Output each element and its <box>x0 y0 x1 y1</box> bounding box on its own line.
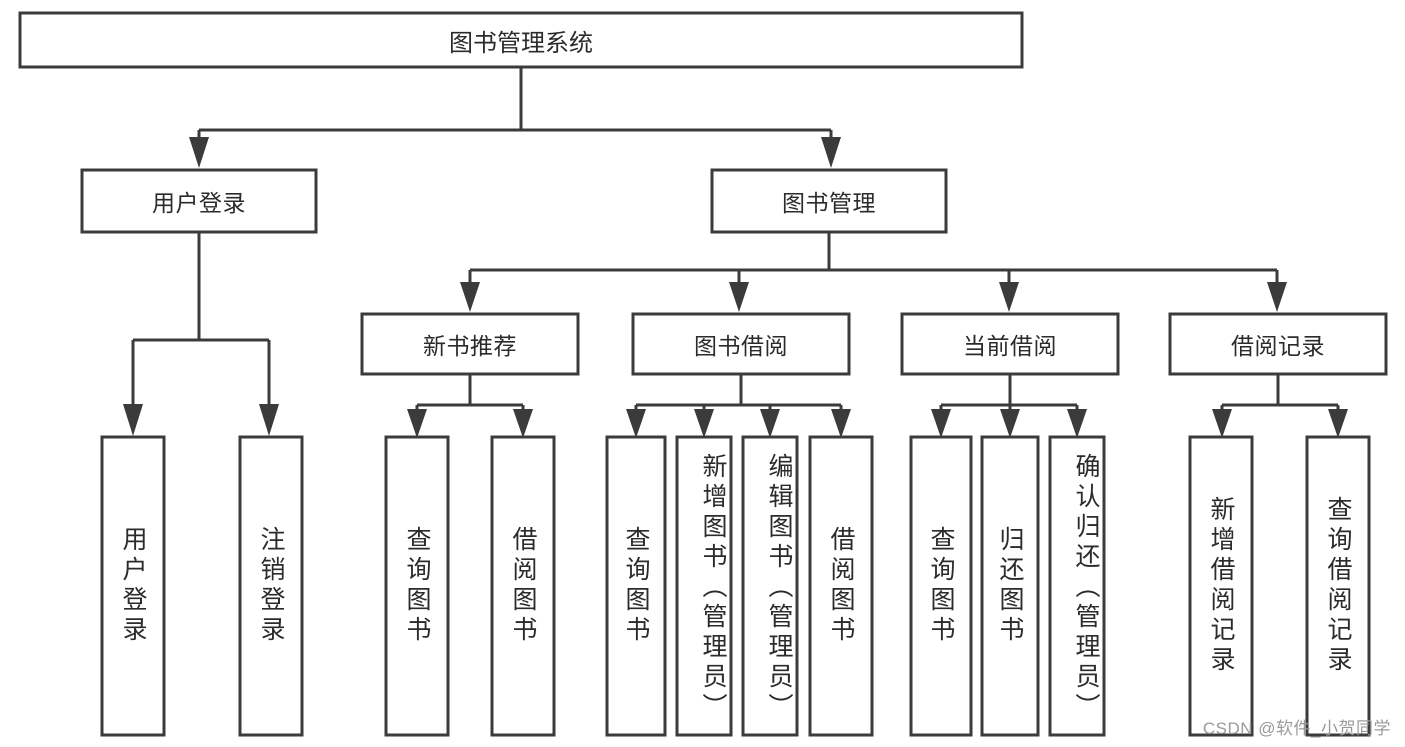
arrow-to-leaf-borrow-book-1 <box>513 409 533 438</box>
arrow-to-leaf-add-book <box>694 409 714 438</box>
arrow-to-book-borrow <box>729 282 749 312</box>
node-leaf-user-logout-box[interactable] <box>238 435 304 737</box>
node-root-box[interactable] <box>18 11 1024 69</box>
arrow-to-leaf-query-book-3 <box>931 409 951 438</box>
arrow-to-current-borrow <box>999 282 1019 312</box>
arrow-to-user-login <box>189 137 209 168</box>
node-leaf-query-book-1-box[interactable] <box>384 435 450 737</box>
node-leaf-borrow-book-2-box[interactable] <box>808 435 874 737</box>
node-borrow-record-box[interactable] <box>1168 312 1388 376</box>
node-current-borrow-box[interactable] <box>900 312 1120 376</box>
arrow-to-leaf-query-record <box>1328 409 1348 438</box>
csdn-watermark: CSDN @软件_小贺同学 <box>1202 719 1391 738</box>
arrow-to-borrow-record <box>1267 282 1287 312</box>
arrow-to-leaf-confirm-return <box>1067 409 1087 438</box>
arrow-to-leaf-query-book-1 <box>407 409 427 438</box>
node-leaf-borrow-book-1-box[interactable] <box>490 435 556 737</box>
arrow-to-leaf-user-login <box>123 404 143 436</box>
node-leaf-edit-book-box[interactable] <box>741 435 799 737</box>
node-leaf-return-book-box[interactable] <box>980 435 1040 737</box>
node-leaf-add-book-box[interactable] <box>675 435 733 737</box>
node-leaf-query-book-2-box[interactable] <box>605 435 667 737</box>
arrow-to-leaf-query-book-2 <box>626 409 646 438</box>
arrow-to-leaf-add-record <box>1212 409 1232 438</box>
node-leaf-confirm-return-box[interactable] <box>1048 435 1106 737</box>
arrow-to-leaf-return-book <box>1000 409 1020 438</box>
node-leaf-user-login-box[interactable] <box>100 435 166 737</box>
arrow-to-leaf-edit-book <box>760 409 780 438</box>
arrow-to-book-manage <box>821 137 841 168</box>
node-leaf-add-record-box[interactable] <box>1188 435 1254 737</box>
node-leaf-query-book-3-box[interactable] <box>909 435 973 737</box>
node-new-book-recommend-box[interactable] <box>360 312 580 376</box>
node-book-borrow-box[interactable] <box>631 312 851 376</box>
arrow-to-leaf-borrow-book-2 <box>831 409 851 438</box>
arrow-to-new-book-recommend <box>460 282 480 312</box>
node-user-login-box[interactable] <box>80 168 318 234</box>
node-book-manage-box[interactable] <box>710 168 948 234</box>
node-leaf-query-record-box[interactable] <box>1305 435 1371 737</box>
arrow-to-leaf-user-logout <box>259 404 279 436</box>
